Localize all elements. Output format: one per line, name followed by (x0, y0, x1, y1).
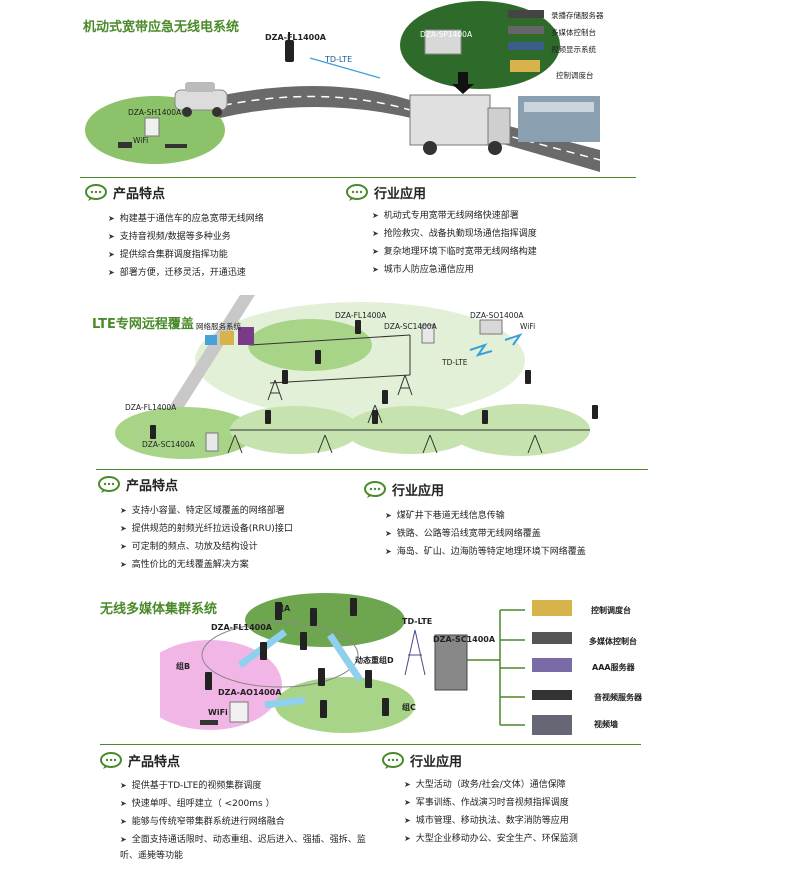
list-item: 提供综合集群调度指挥功能 (108, 246, 264, 264)
list-item: 快速单呼、组呼建立（ <200ms ） (120, 795, 366, 813)
s1-features-list: 构建基于通信车的应急宽带无线网络 支持音视频/数据等多种业务 提供综合集群调度指… (108, 210, 264, 282)
list-item: 军事训练、作战演习时音视频指挥调度 (404, 794, 578, 812)
list-item: 可定制的频点、功放及结构设计 (120, 538, 293, 556)
s2-label-srv: 网络服务系统 (196, 322, 241, 331)
s1-label-s1: 录播存储服务器 (551, 11, 604, 20)
chat-bubble-icon (346, 183, 368, 201)
chat-bubble-icon (98, 475, 120, 493)
s3-divider (100, 744, 641, 745)
s3-label-groupC: 组C (402, 703, 416, 712)
list-item: 城市管理、移动执法、数字消防等应用 (404, 812, 578, 830)
section1-title: 机动式宽带应急无线电系统 (83, 20, 240, 35)
s3-label-r4: 音视频服务器 (594, 693, 642, 702)
s1-apps-list: 机动式专用宽带无线网络快速部署 抢险救灾、战备执勤现场通信指挥调度 复杂地理环境… (372, 207, 537, 279)
s3-label-r5: 视频墙 (594, 720, 618, 729)
s3-label-groupB: 组B (176, 662, 191, 671)
s3-apps-heading: 行业应用 (382, 751, 462, 770)
s3-features-list: 提供基于TD-LTE的视频集群调度 快速单呼、组呼建立（ <200ms ） 能够… (120, 777, 366, 849)
section2-title: LTE专网远程覆盖 (92, 317, 194, 332)
list-item: 能够与传统窄带集群系统进行网络融合 (120, 813, 366, 831)
s3-label-r2: 多媒体控制台 (589, 637, 637, 646)
s2-label-sc-left: DZA-SC1400A (142, 440, 195, 449)
s3-label-dynamic: 动态重组D (355, 656, 394, 665)
chat-bubble-icon (100, 751, 122, 769)
s1-apps-heading: 行业应用 (346, 183, 426, 202)
s1-label-s3: 视频显示系统 (551, 45, 596, 54)
list-item: 高性价比的无线覆盖解决方案 (120, 556, 293, 574)
list-item: 复杂地理环境下临时宽带无线网络构建 (372, 243, 537, 261)
section1-diagram (85, 1, 601, 172)
list-item: 城市人防应急通信应用 (372, 261, 537, 279)
s2-features-list: 支持小容量、特定区域覆盖的网络部署 提供规范的射频光纤拉远设备(RRU)接口 可… (120, 502, 293, 574)
list-item: 大型企业移动办公、安全生产、环保监测 (404, 830, 578, 848)
s3-apps-list: 大型活动（政务/社会/文体）通信保障 军事训练、作战演习时音视频指挥调度 城市管… (404, 776, 578, 848)
s1-label-fl: DZA-FL1400A (265, 33, 326, 42)
s2-divider (96, 469, 648, 470)
list-item: 部署方便，迁移灵活，开通迅速 (108, 264, 264, 282)
s3-label-r1: 控制调度台 (591, 606, 631, 615)
list-item: 全面支持通话限时、动态重组、迟后进入、强插、强拆、监 (120, 831, 366, 849)
s2-features-heading-text: 产品特点 (126, 479, 179, 494)
list-item: 抢险救灾、战备执勤现场通信指挥调度 (372, 225, 537, 243)
s3-label-ao: DZA-AO1400A (218, 688, 282, 697)
s3-features-heading-text: 产品特点 (128, 755, 181, 770)
s3-features-continuation: 听、遥毙等功能 (120, 851, 184, 861)
list-item: 提供基于TD-LTE的视频集群调度 (120, 777, 366, 795)
list-item: 机动式专用宽带无线网络快速部署 (372, 207, 537, 225)
s2-apps-heading: 行业应用 (364, 480, 444, 499)
list-item: 海岛、矿山、边海防等特定地理环境下网络覆盖 (385, 543, 586, 561)
list-item: 煤矿井下巷道无线信息传输 (385, 507, 586, 525)
s3-features-heading: 产品特点 (100, 751, 180, 770)
chat-bubble-icon (382, 751, 404, 769)
s2-label-fl-left: DZA-FL1400A (125, 403, 177, 412)
s2-apps-list: 煤矿井下巷道无线信息传输 铁路、公路等沿线宽带无线网络覆盖 海岛、矿山、边海防等… (385, 507, 586, 561)
list-item: 铁路、公路等沿线宽带无线网络覆盖 (385, 525, 586, 543)
s2-label-tdlte: TD-LTE (442, 358, 468, 367)
s2-label-sc-top: DZA-SC1400A (384, 322, 437, 331)
section3-diagram (160, 593, 572, 735)
s1-label-wifi: WiFi (133, 136, 149, 145)
s1-features-heading-text: 产品特点 (113, 187, 166, 202)
list-item: 支持音视频/数据等多种业务 (108, 228, 264, 246)
s1-features-heading: 产品特点 (85, 183, 165, 202)
s1-label-s2: 多媒体控制台 (551, 28, 596, 37)
chat-bubble-icon (364, 480, 386, 498)
s1-divider (80, 177, 636, 178)
s2-apps-heading-text: 行业应用 (392, 484, 445, 499)
s2-features-heading: 产品特点 (98, 475, 178, 494)
s3-apps-heading-text: 行业应用 (410, 755, 463, 770)
s3-label-tdlte: TD-LTE (402, 617, 433, 626)
section3-title: 无线多媒体集群系统 (100, 602, 218, 617)
s3-label-groupA: 组A (276, 604, 291, 613)
list-item: 支持小容量、特定区域覆盖的网络部署 (120, 502, 293, 520)
s3-label-wifi: WiFi (208, 708, 228, 717)
list-item: 构建基于通信车的应急宽带无线网络 (108, 210, 264, 228)
s2-label-so: DZA-SO1400A (470, 311, 524, 320)
list-item: 大型活动（政务/社会/文体）通信保障 (404, 776, 578, 794)
list-item: 提供规范的射频光纤拉远设备(RRU)接口 (120, 520, 293, 538)
s1-label-sp: DZA-SP1400A (420, 30, 473, 39)
s1-label-s4: 控制调度台 (556, 71, 594, 80)
section2-diagram (115, 295, 598, 459)
s3-label-sc: DZA-SC1400A (433, 635, 496, 644)
s1-apps-heading-text: 行业应用 (374, 187, 427, 202)
s3-label-r3: AAA服务器 (592, 663, 635, 672)
s1-label-sh: DZA-SH1400A (128, 108, 182, 117)
s2-label-wifi: WiFi (520, 322, 536, 331)
s3-label-fl: DZA-FL1400A (211, 623, 272, 632)
chat-bubble-icon (85, 183, 107, 201)
s2-label-fl-top: DZA-FL1400A (335, 311, 387, 320)
s1-label-tdlte: TD-LTE (325, 55, 353, 64)
